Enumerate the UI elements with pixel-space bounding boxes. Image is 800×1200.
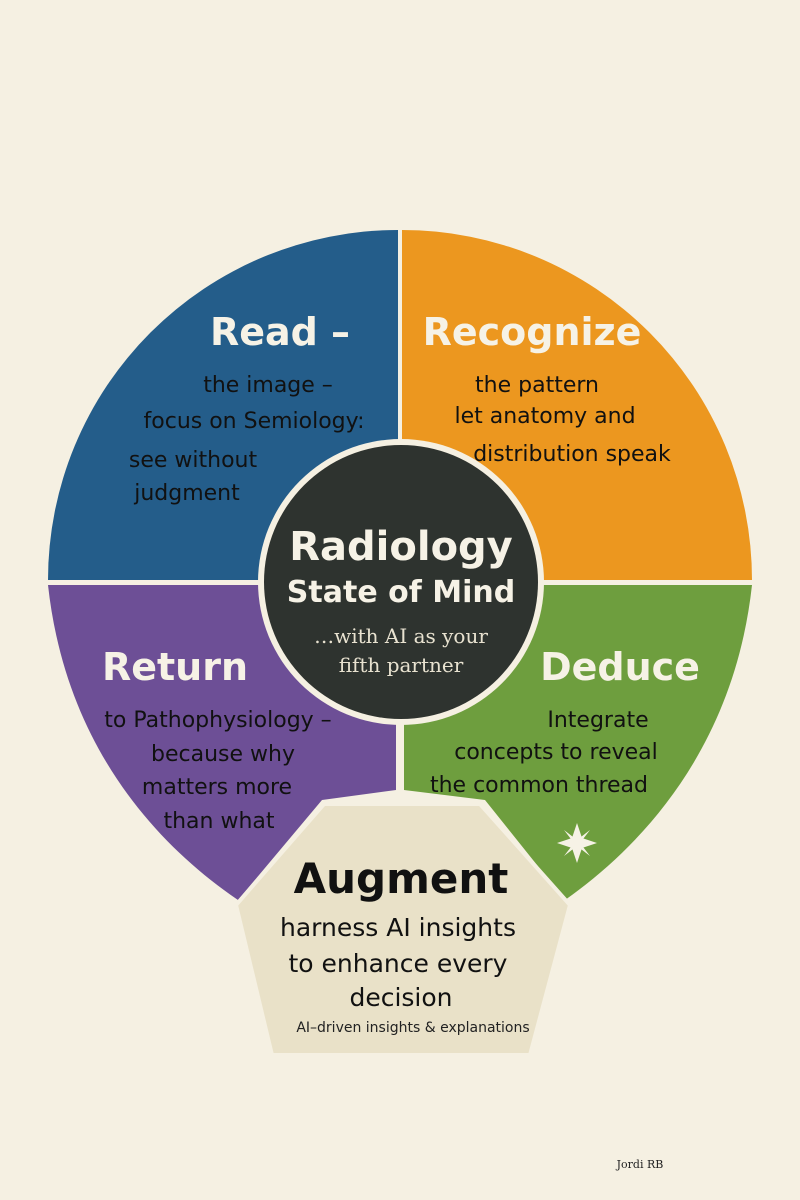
read-line: see without xyxy=(129,448,258,473)
augment-pentagon xyxy=(233,802,573,1057)
recognize-title: Recognize xyxy=(423,310,642,354)
read-line: judgment xyxy=(133,481,240,506)
return-line: to Pathophysiology – xyxy=(104,708,331,733)
augment-title: Augment xyxy=(294,854,509,903)
sparkle-icon xyxy=(557,823,597,863)
return-line: matters more xyxy=(142,775,292,800)
center-subtitle: State of Mind xyxy=(287,575,515,610)
center-title: Radiology xyxy=(289,524,513,570)
center-tagline: fifth partner xyxy=(339,653,464,677)
deduce-line: concepts to reveal xyxy=(454,740,658,765)
deduce-line: the common thread xyxy=(430,773,648,798)
center-circle-inner xyxy=(264,445,538,719)
recognize-line: distribution speak xyxy=(473,442,671,467)
augment-line: decision xyxy=(349,983,452,1012)
augment-note: AI–driven insights & explanations xyxy=(296,1020,529,1036)
recognize-line: the pattern xyxy=(475,373,599,398)
deduce-line: Integrate xyxy=(547,708,648,733)
deduce-title: Deduce xyxy=(540,645,700,689)
read-line: the image – xyxy=(203,373,333,398)
augment-line: to enhance every xyxy=(289,949,508,978)
read-line: focus on Semiology: xyxy=(144,409,365,434)
read-title: Read – xyxy=(210,310,350,354)
augment-line: harness AI insights xyxy=(280,913,516,942)
center-tagline: …with AI as your xyxy=(314,624,488,648)
recognize-line: let anatomy and xyxy=(454,404,635,429)
signature: Jordi RB xyxy=(616,1158,664,1171)
return-line: than what xyxy=(163,809,274,834)
return-line: because why xyxy=(151,742,295,767)
return-title: Return xyxy=(102,645,248,689)
